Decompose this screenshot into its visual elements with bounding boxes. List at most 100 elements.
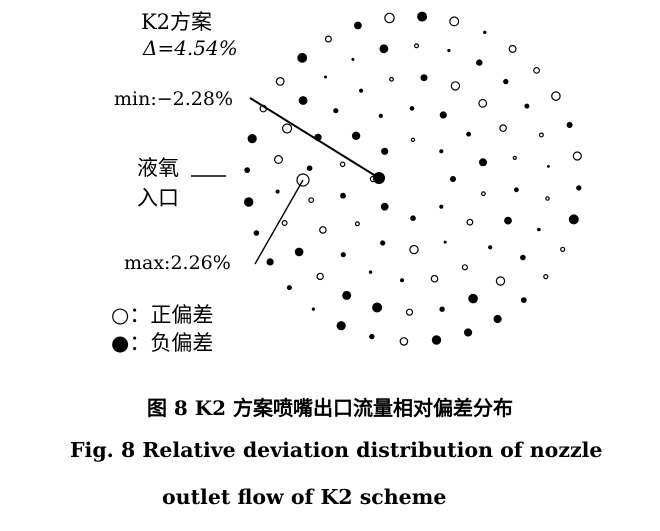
nozzle-deviation-diagram bbox=[191, 11, 582, 346]
negative-deviation-dot bbox=[431, 335, 442, 345]
negative-deviation-dot bbox=[354, 21, 362, 30]
negative-deviation-dot bbox=[294, 247, 304, 257]
negative-deviation-dot bbox=[410, 215, 416, 221]
negative-deviation-dot bbox=[351, 131, 361, 140]
positive-deviation-dot bbox=[409, 244, 419, 255]
legend-negative-text: ：负偏差 bbox=[129, 331, 214, 355]
negative-deviation-dot bbox=[439, 149, 444, 154]
positive-deviation-dot bbox=[449, 16, 460, 27]
positive-deviation-dot bbox=[410, 137, 416, 142]
legend-positive-text: ：正偏差 bbox=[129, 303, 214, 327]
negative-deviation-dot bbox=[298, 96, 308, 105]
positive-deviation-dot bbox=[466, 218, 474, 226]
positive-deviation-dot bbox=[274, 155, 284, 165]
nozzle-pattern bbox=[244, 11, 582, 346]
positive-deviation-dot bbox=[481, 191, 486, 197]
positive-deviation-dot bbox=[354, 221, 360, 227]
positive-deviation-dot bbox=[512, 155, 517, 160]
positive-deviation-dot bbox=[560, 246, 566, 252]
caption-english-line1: Fig. 8 Relative deviation distribution o… bbox=[70, 438, 603, 462]
negative-deviation-dot bbox=[266, 258, 274, 266]
negative-deviation-dot bbox=[379, 44, 389, 54]
negative-deviation-dot bbox=[514, 187, 519, 193]
positive-deviation-dot bbox=[399, 337, 409, 346]
negative-deviation-dot bbox=[244, 167, 251, 174]
positive-deviation-dot bbox=[430, 274, 439, 283]
negative-deviation-dot bbox=[503, 78, 509, 85]
negative-deviation-dot bbox=[381, 147, 389, 155]
positive-deviation-dot bbox=[308, 197, 315, 204]
positive-deviation-dot bbox=[478, 98, 488, 108]
negative-deviation-dot bbox=[488, 245, 493, 250]
min-leader-line bbox=[249, 97, 380, 179]
positive-deviation-dot bbox=[282, 123, 293, 134]
negative-deviation-dot bbox=[493, 314, 502, 324]
hollow-circle-icon: ○ bbox=[111, 303, 130, 327]
negative-deviation-dot bbox=[450, 176, 456, 182]
negative-deviation-dot bbox=[439, 111, 447, 119]
positive-deviation-dot bbox=[275, 76, 285, 86]
negative-deviation-dot bbox=[483, 30, 487, 34]
negative-deviation-dot bbox=[439, 204, 444, 209]
max-deviation-label: max:2.26% bbox=[124, 252, 231, 274]
negative-deviation-dot bbox=[336, 321, 346, 331]
positive-deviation-dot bbox=[508, 44, 517, 53]
negative-deviation-dot bbox=[324, 75, 327, 79]
positive-deviation-dot bbox=[538, 132, 544, 138]
negative-deviation-dot bbox=[420, 74, 428, 82]
positive-deviation-dot bbox=[450, 81, 461, 91]
negative-deviation-dot bbox=[340, 192, 346, 199]
positive-deviation-dot bbox=[319, 226, 327, 234]
negative-deviation-dot bbox=[369, 333, 375, 340]
negative-deviation-dot bbox=[547, 165, 550, 168]
caption-chinese: 图 8 K2 方案喷嘴出口流量相对偏差分布 bbox=[146, 396, 514, 420]
min-deviation-label: min:−2.28% bbox=[114, 88, 234, 110]
negative-deviation-dot bbox=[524, 103, 530, 109]
inlet-label-line1: 液氧 bbox=[137, 156, 179, 180]
max-leader-line bbox=[254, 179, 304, 265]
positive-deviation-dot bbox=[339, 161, 346, 168]
negative-deviation-dot bbox=[244, 197, 254, 207]
negative-deviation-dot bbox=[333, 108, 339, 114]
negative-deviation-dot bbox=[464, 328, 473, 337]
negative-deviation-dot bbox=[380, 202, 389, 211]
positive-deviation-dot bbox=[572, 151, 582, 161]
legend-negative: ●：负偏差 bbox=[111, 327, 213, 357]
negative-deviation-dot bbox=[400, 278, 404, 283]
negative-deviation-dot bbox=[479, 158, 487, 167]
negative-deviation-dot bbox=[359, 88, 364, 93]
positive-deviation-dot bbox=[281, 220, 288, 227]
negative-deviation-dot bbox=[368, 270, 373, 274]
positive-deviation-dot bbox=[533, 66, 540, 74]
scheme-label: K2方案 bbox=[141, 10, 213, 34]
caption-english-line2: outlet flow of K2 scheme bbox=[162, 485, 447, 509]
negative-deviation-dot bbox=[286, 285, 292, 291]
negative-deviation-dot bbox=[409, 106, 415, 111]
negative-deviation-dot bbox=[476, 59, 483, 66]
positive-deviation-dot bbox=[324, 35, 332, 43]
negative-deviation-dot bbox=[443, 240, 447, 244]
negative-deviation-dot bbox=[520, 297, 527, 303]
negative-deviation-dot bbox=[537, 227, 541, 232]
negative-deviation-dot bbox=[380, 240, 386, 246]
delta-value: Δ=4.54% bbox=[143, 36, 238, 60]
positive-deviation-dot bbox=[461, 264, 468, 271]
negative-deviation-dot bbox=[372, 302, 383, 313]
negative-deviation-dot bbox=[340, 252, 346, 258]
negative-deviation-dot bbox=[275, 189, 280, 194]
negative-deviation-dot bbox=[447, 48, 451, 53]
legend-positive: ○：正偏差 bbox=[111, 299, 213, 329]
positive-deviation-dot bbox=[545, 196, 550, 201]
negative-deviation-dot bbox=[504, 216, 512, 225]
positive-deviation-dot bbox=[384, 12, 395, 24]
filled-circle-icon: ● bbox=[111, 331, 130, 355]
negative-deviation-dot bbox=[576, 185, 582, 191]
positive-deviation-dot bbox=[551, 91, 561, 101]
negative-deviation-dot bbox=[439, 306, 445, 312]
negative-deviation-dot bbox=[342, 290, 352, 300]
negative-deviation-dot bbox=[253, 230, 260, 236]
negative-deviation-dot bbox=[297, 53, 308, 63]
positive-deviation-dot bbox=[405, 308, 414, 316]
negative-deviation-dot bbox=[306, 165, 313, 171]
negative-deviation-dot bbox=[351, 57, 355, 61]
